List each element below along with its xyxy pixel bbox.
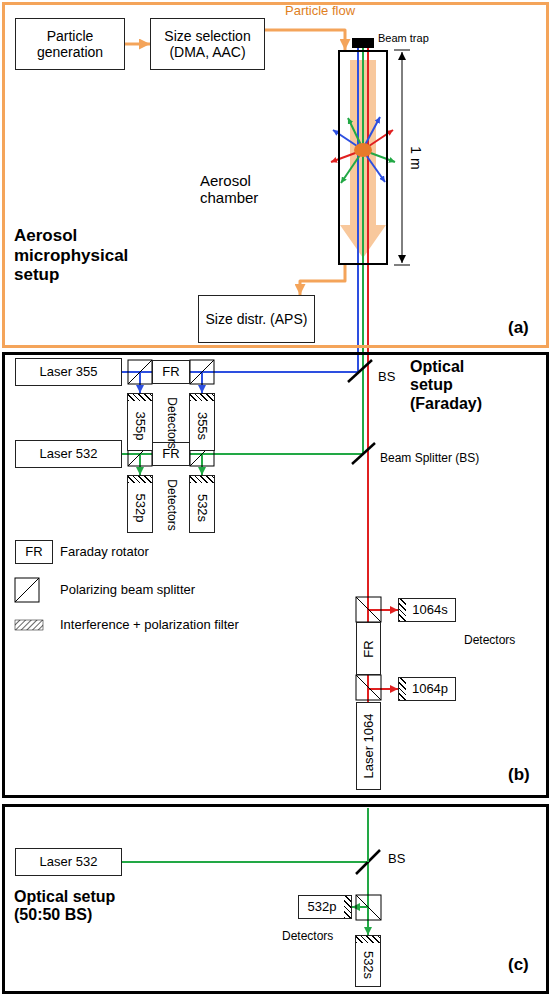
- panel-title: Optical setup (Faraday): [410, 358, 505, 413]
- panel-title: Aerosol chamber: [200, 172, 286, 207]
- laser-beam: [190, 265, 358, 372]
- dimension-line: [394, 50, 410, 265]
- panel-title: Aerosol microphysical setup: [14, 226, 144, 285]
- laser-box: Laser 1064: [356, 702, 381, 790]
- faraday-rotator: FR: [152, 360, 190, 384]
- detector-box: 532s: [355, 935, 381, 987]
- detector-box: 532s: [189, 475, 215, 533]
- aerosol-chamber: Aerosol chamber: [338, 50, 388, 265]
- flow-label: Particle flow: [285, 4, 355, 19]
- setup-panel: Optical setup (50:50 BS) (c) Laser 532 532p…: [2, 804, 549, 994]
- laser-beam: [190, 265, 363, 454]
- box-text: Laser 532: [40, 855, 98, 870]
- group-label: Detectors: [164, 479, 178, 530]
- detector-box: 532p: [127, 475, 153, 533]
- box-text: 532s: [195, 493, 210, 521]
- particle: [354, 143, 372, 157]
- legend-text: Interference + polarization filter: [60, 618, 239, 633]
- box-text: Laser 355: [40, 365, 98, 380]
- box-text: 532p: [133, 493, 148, 522]
- laser-beam: [122, 862, 368, 935]
- panel-tag: (b): [508, 765, 543, 785]
- polarizing-beam-splitter: [15, 360, 381, 920]
- filter-hatch: [128, 394, 152, 401]
- part-label: BS: [388, 852, 405, 867]
- laser-box: Laser 355: [15, 358, 122, 386]
- box-text: 355s: [195, 411, 210, 439]
- filter-symbol: [15, 620, 43, 630]
- box-text: FR: [361, 640, 376, 657]
- beam-trap: [352, 38, 374, 48]
- detector-box: 1064s: [398, 598, 456, 622]
- laser-beam: [367, 265, 369, 622]
- box-text: 355p: [133, 411, 148, 440]
- part-label: Beam Splitter (BS): [380, 452, 479, 466]
- part-label: BS: [378, 370, 395, 385]
- box-text: 532s: [361, 950, 376, 978]
- box-text: Laser 532: [40, 447, 98, 462]
- filter-hatch: [190, 476, 214, 483]
- setup-panel: Optical setup (Faraday)(b)Laser 355FR355…: [2, 352, 549, 798]
- legend-text: Polarizing beam splitter: [60, 583, 195, 598]
- box-text: Size selection (DMA, AAC): [154, 28, 261, 60]
- scattered-light: [331, 117, 395, 183]
- filter-hatch: [344, 896, 351, 918]
- group-label: Detectors: [464, 634, 515, 648]
- box-text: Particle generation: [19, 28, 121, 60]
- detector-box: 355s: [189, 393, 215, 451]
- box-text: Laser 1064: [361, 713, 376, 778]
- box-text: Size distr. (APS): [206, 311, 308, 327]
- filter-hatch: [128, 476, 152, 483]
- box-text: 1064s: [412, 603, 447, 618]
- detector-box: 355p: [127, 393, 153, 451]
- process-box: Size selection (DMA, AAC): [150, 18, 265, 70]
- box-text: FR: [162, 365, 179, 380]
- detector-box: 1064p: [398, 677, 456, 701]
- flow-arrow: [300, 265, 345, 295]
- flow-arrow: [265, 30, 345, 50]
- detector-box: 532p: [298, 895, 352, 919]
- laser-box: Laser 532: [15, 440, 122, 468]
- filter-hatch: [399, 678, 406, 700]
- filter-hatch: [190, 394, 214, 401]
- laser-beam: [367, 808, 369, 862]
- process-box: Particle generation: [15, 18, 125, 70]
- setup-panel: Aerosol microphysical setup (a) Particle g…: [2, 2, 549, 348]
- legend-text: Faraday rotator: [60, 545, 149, 560]
- panel-tag: (a): [508, 318, 543, 338]
- faraday-rotator: FR: [356, 622, 381, 675]
- panel-title: Optical setup (50:50 BS): [14, 888, 124, 925]
- laser-box: Laser 532: [15, 848, 122, 876]
- box-text: 532p: [308, 900, 337, 915]
- faraday-rotator: FR: [15, 540, 53, 564]
- filter-hatch: [399, 599, 406, 621]
- laser-beam: [368, 610, 398, 622]
- filter-hatch: [356, 936, 380, 943]
- process-box: Size distr. (APS): [198, 295, 315, 343]
- flow-arrow: [125, 43, 150, 46]
- box-text: FR: [162, 447, 179, 462]
- panel-tag: (c): [508, 955, 543, 975]
- dimension-label: 1 m: [408, 146, 424, 169]
- group-label: Detectors: [282, 930, 333, 944]
- part-label: Beam trap: [378, 32, 429, 45]
- group-label: Detectors: [164, 397, 178, 448]
- box-text: FR: [25, 545, 42, 560]
- box-text: 1064p: [412, 682, 448, 697]
